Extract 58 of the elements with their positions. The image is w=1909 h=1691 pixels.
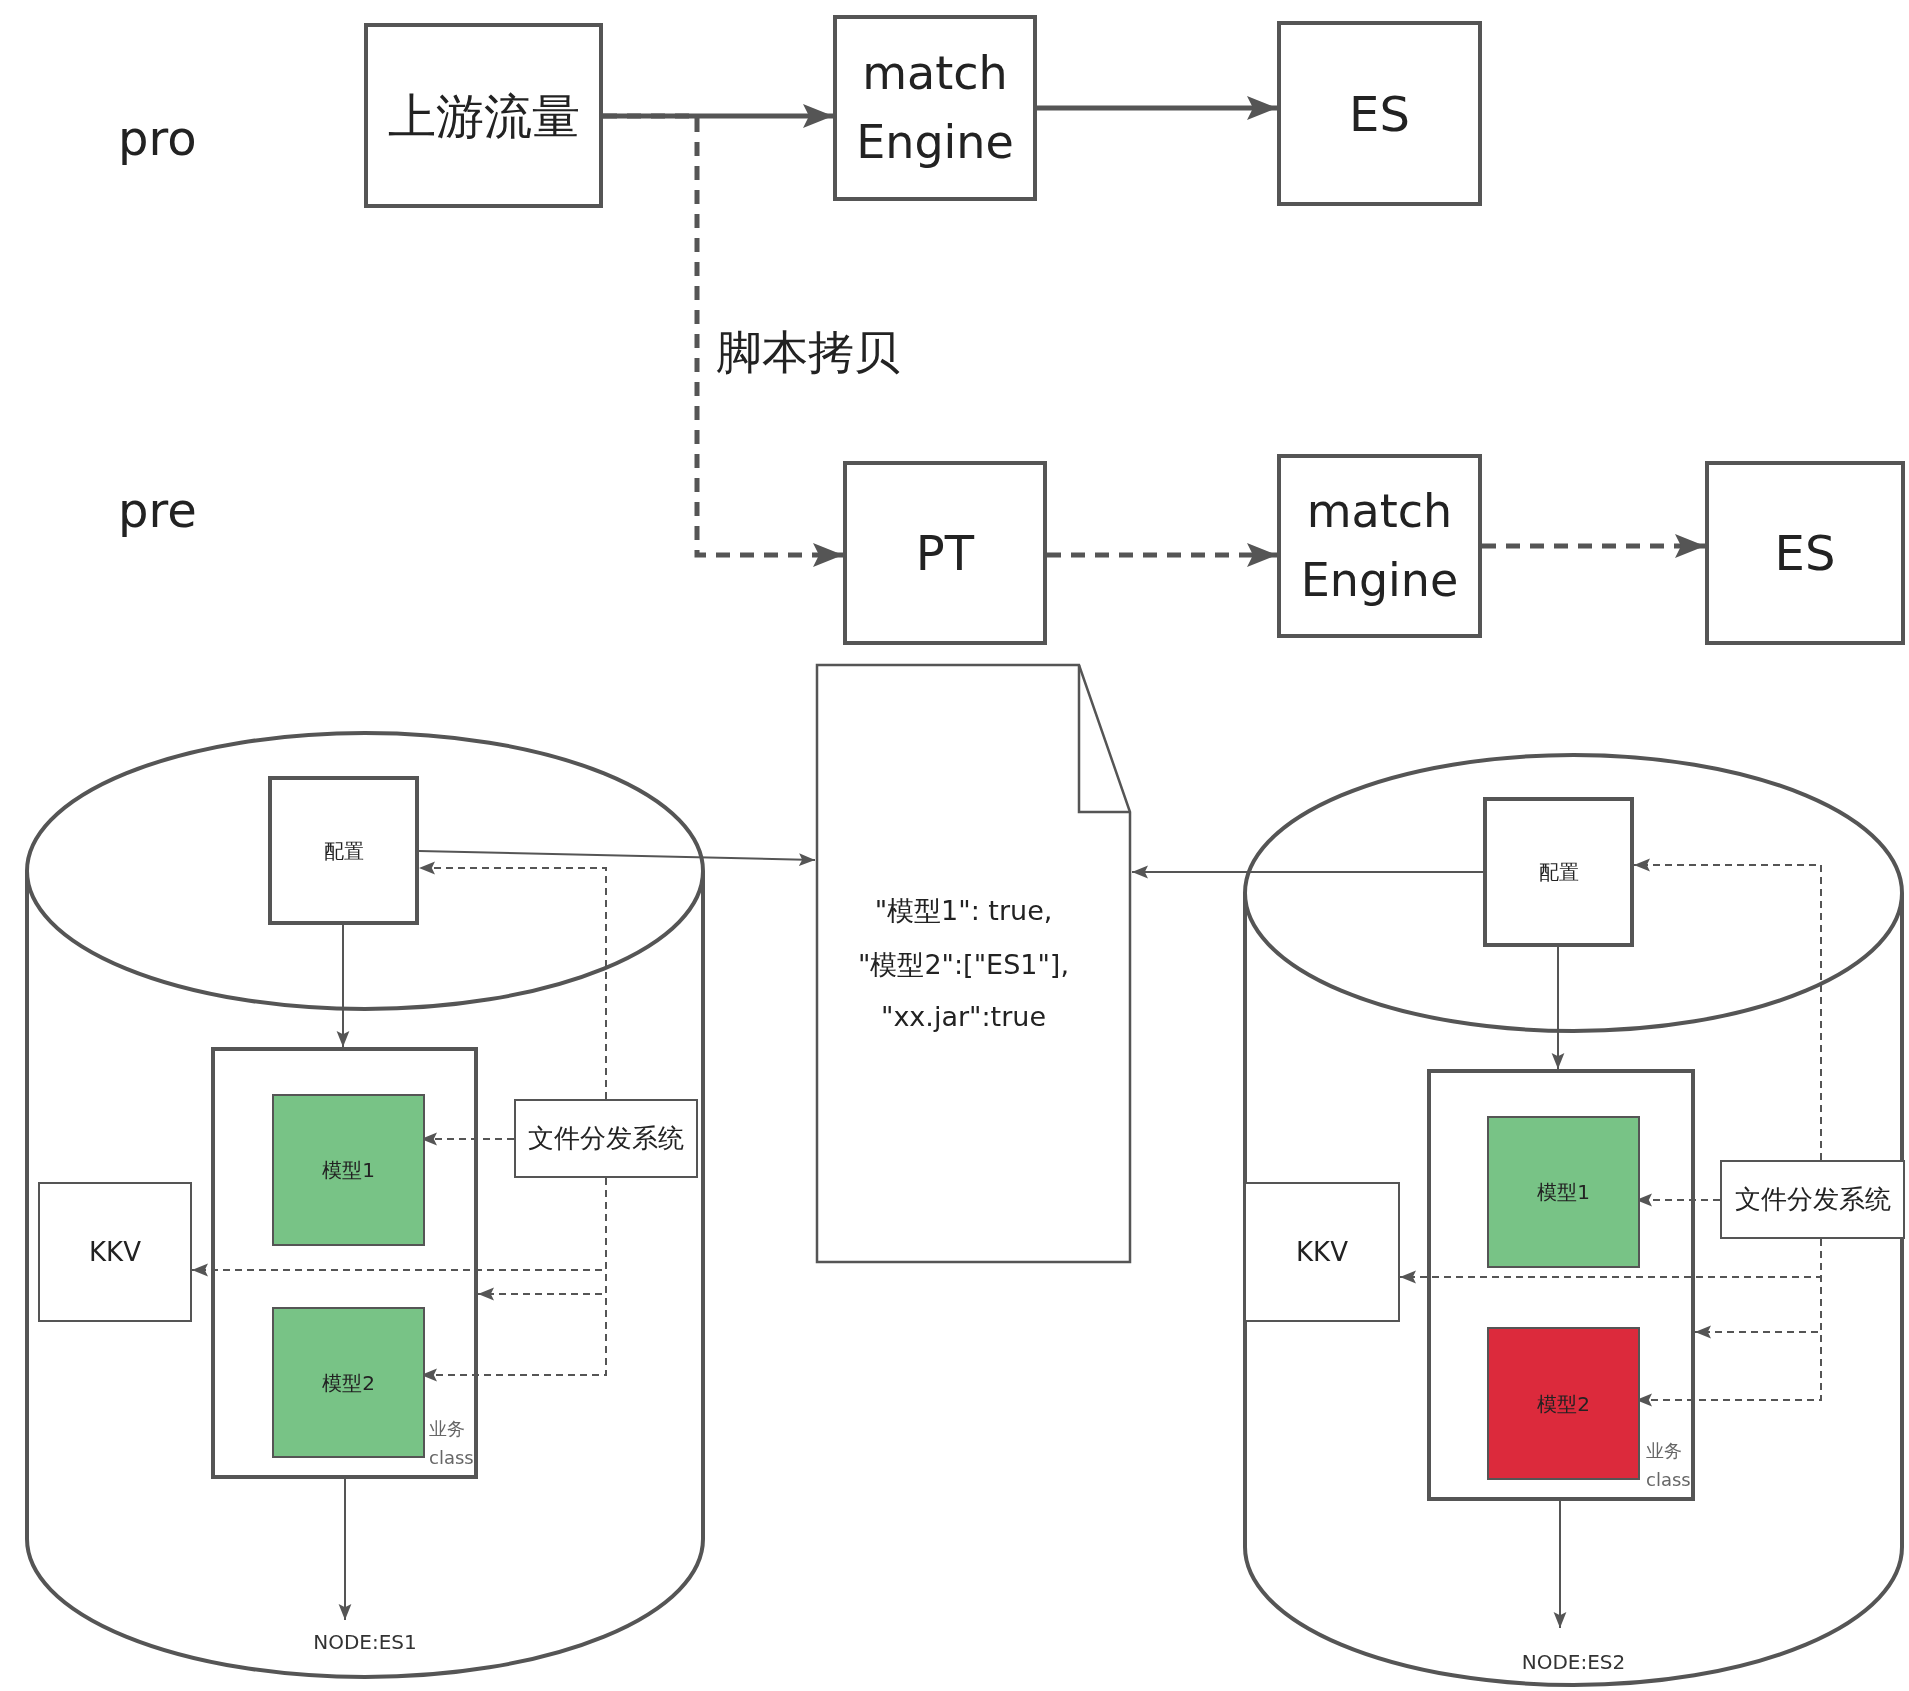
arrow [336, 924, 350, 1048]
process-box [833, 15, 1037, 201]
node-label: match Engine [1299, 483, 1460, 609]
node-label: 模型2 [322, 1369, 375, 1397]
process-box [38, 1182, 192, 1322]
process-box [1487, 1327, 1640, 1480]
process-box [1244, 1182, 1400, 1322]
node-label: PT [915, 524, 975, 583]
node-label: 上游流量 [387, 86, 580, 146]
process-box [843, 461, 1047, 645]
node-label: 文件分发系统 [1734, 1183, 1891, 1216]
arrow [418, 861, 607, 1100]
node-label: KKV [89, 1235, 141, 1269]
node-label: ES [1774, 524, 1836, 583]
arrow [1482, 534, 1705, 558]
node-label: 模型2 [1537, 1390, 1590, 1418]
node-label: KKV [1296, 1235, 1348, 1269]
process-box [268, 776, 419, 925]
node-label: 业务 class [429, 1417, 473, 1471]
row-label: pro [118, 110, 197, 166]
arrow [1131, 865, 1484, 879]
process-box [1487, 1116, 1640, 1268]
node-label: "xx.jar":true [879, 1001, 1047, 1032]
process-box [272, 1094, 425, 1246]
document-shape [815, 663, 1132, 1264]
arrow [1037, 96, 1277, 120]
node-label: 配置 [1538, 859, 1579, 886]
arrow [1553, 1500, 1567, 1629]
arrow [418, 850, 816, 867]
process-box [1705, 461, 1905, 645]
arrow [603, 113, 843, 567]
process-box [1277, 21, 1482, 206]
row-label: pre [118, 482, 197, 538]
database-cylinder [24, 730, 706, 1680]
node-label: 模型1 [1537, 1179, 1590, 1206]
node-label: "模型2":["ES1"], [857, 948, 1070, 982]
node-label: ES [1349, 84, 1410, 144]
node-label: NODE:ES1 [312, 1630, 418, 1654]
arrow [1551, 946, 1565, 1070]
node-label: match Engine [855, 45, 1015, 171]
arrow [338, 1478, 352, 1621]
process-box [364, 23, 603, 208]
node-label: 模型1 [322, 1157, 375, 1184]
process-box [1277, 454, 1482, 638]
arrow [1633, 858, 1822, 1161]
process-box [514, 1099, 698, 1178]
node-label: 配置 [323, 837, 364, 865]
node-label: "模型1": true, [873, 894, 1054, 928]
process-box [272, 1307, 425, 1458]
node-label: NODE:ES2 [1520, 1650, 1627, 1674]
node-label: 业务 class [1646, 1439, 1690, 1493]
container-box [1427, 1069, 1695, 1501]
node-label: 文件分发系统 [528, 1122, 684, 1155]
process-box [1720, 1160, 1905, 1239]
process-box [1483, 797, 1634, 947]
database-cylinder [1242, 752, 1905, 1688]
container-box [211, 1047, 478, 1479]
arrow [1047, 543, 1277, 567]
